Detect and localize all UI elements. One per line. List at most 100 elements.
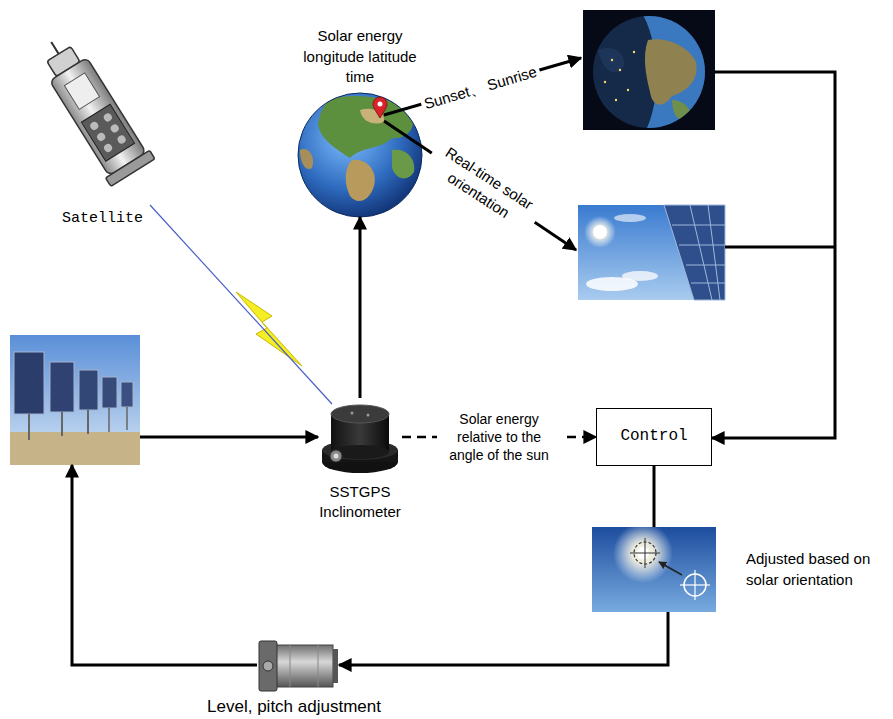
- sky-panel-image-part: [622, 271, 658, 281]
- sky-panel-image-part: [672, 225, 725, 226]
- sky-panel-image-part: [708, 205, 720, 300]
- earth-day-night-image-part-part: [598, 48, 624, 73]
- flow-lines-part: [712, 72, 835, 438]
- flow-lines-part: [72, 465, 257, 665]
- control-box: Control: [596, 408, 712, 466]
- satellite-icon-part: [81, 104, 134, 161]
- motor-icon-part: [275, 645, 333, 687]
- node-label: Solar energy longitude latitude time: [295, 26, 425, 87]
- connector: [359, 217, 362, 398]
- node-label: SSTGPS Inclinometer: [300, 482, 420, 523]
- solar-field-image-part: [28, 414, 30, 440]
- satellite-icon-part: [116, 134, 127, 145]
- sky-panel-image-part: [614, 214, 646, 222]
- inclinometer-icon-part: [334, 454, 339, 459]
- globe-icon-part-part: [300, 149, 313, 169]
- motor-icon-part: [318, 645, 319, 687]
- earth-day-night-image: [583, 10, 720, 132]
- satellite-icon-part: [50, 57, 147, 175]
- earth-day-night-image-part-part: [619, 69, 621, 71]
- sun-target-image-part: [694, 570, 695, 600]
- motor-icon-part: [263, 661, 273, 671]
- globe-icon-part: [298, 93, 422, 217]
- sky-panel-image-part: [593, 225, 607, 239]
- connector: [339, 612, 668, 665]
- satellite-icon-part: [89, 120, 100, 131]
- earth-day-night-image-part-part: [672, 100, 691, 122]
- solar-field-image-part: [121, 382, 133, 407]
- globe-icon-part-part: [318, 96, 413, 158]
- motor-icon-part: [290, 645, 291, 687]
- earth-day-night-image-part-part: [627, 89, 629, 91]
- solar-field-image-part: [79, 370, 98, 410]
- sky-panel-image-part: [679, 245, 725, 246]
- satellite-icon: [29, 28, 155, 186]
- sun-target-node: Adjusted based on solar orientation: [592, 527, 716, 612]
- flow-lines: [72, 58, 835, 665]
- motor-icon: [259, 641, 338, 691]
- earth-day-night-image-part-part: [611, 59, 613, 61]
- inclinometer-icon-part: [331, 405, 389, 423]
- globe-icon-part: [378, 102, 383, 107]
- node-label: Satellite: [38, 209, 168, 229]
- lightning-bolt: [236, 292, 302, 366]
- satellite-icon-part: [109, 123, 120, 134]
- line-label: Real-time solar orientation: [421, 136, 546, 236]
- flow-lines-part: [384, 121, 576, 250]
- sky-panel-image-part: [664, 205, 725, 300]
- inclinometer-icon-part: [351, 412, 354, 415]
- globe-icon-part-part: [346, 160, 375, 201]
- sun-target-image: [592, 523, 716, 612]
- satellite-node: Satellite: [40, 35, 165, 205]
- globe-icon: [298, 93, 422, 217]
- globe-node: Solar energy longitude latitude time: [298, 93, 422, 217]
- connector: [150, 205, 332, 404]
- earth-day-night-image-part: [598, 10, 720, 132]
- solar-field-image-part: [50, 362, 74, 412]
- flow-lines-part: [384, 58, 581, 115]
- solar-field-image: [10, 335, 140, 465]
- satellite-icon-part: [102, 112, 113, 123]
- motor-node: Level, pitch adjustment: [257, 638, 339, 692]
- inclinometer-icon: [322, 405, 398, 473]
- flow-lines-part: [725, 246, 835, 249]
- satellite-icon-part: [96, 131, 107, 142]
- node-label: Adjusted based on solar orientation: [746, 549, 874, 590]
- edge-label: Solar energy relative to the angle of th…: [437, 410, 561, 465]
- sun-target-image-part: [659, 562, 682, 575]
- sky-panel-image-part: [578, 205, 725, 300]
- globe-icon-part-part: [392, 150, 414, 179]
- sky-panel-image: [578, 205, 725, 300]
- sun-target-image-part: [645, 538, 646, 568]
- sky-panel-image-part: [686, 265, 725, 266]
- solar-field-image-part: [102, 377, 117, 408]
- line-label: Sunset、 Sunrise: [418, 61, 541, 115]
- solar-field-image-part: [14, 352, 44, 414]
- satellite-icon-part: [64, 73, 99, 109]
- node-label: Control: [620, 426, 687, 448]
- inclinometer-node: SSTGPS Inclinometer: [318, 398, 402, 478]
- globe-icon-part: [298, 93, 422, 217]
- satellite-icon-part: [51, 42, 58, 54]
- inclinometer-icon-part: [330, 450, 342, 462]
- solar-field-image-part: [126, 407, 128, 430]
- earth-day-night-image-part-part: [615, 99, 617, 101]
- connector: [653, 466, 656, 527]
- sun-target-image-part: [613, 523, 673, 583]
- motor-icon-part: [333, 649, 338, 683]
- earth-day-night-image-part-part: [604, 81, 606, 83]
- earth-day-night-image-part-part: [633, 51, 635, 53]
- satellite-icon-part: [103, 142, 114, 153]
- node-label: Level, pitch adjustment: [207, 696, 381, 719]
- sky-panel-image-part: [584, 216, 616, 248]
- solar-field-image-part: [87, 410, 89, 434]
- solar-field-image-part: [10, 335, 140, 465]
- solar-field-image-part: [108, 408, 110, 432]
- inclinometer-icon-part: [367, 414, 370, 417]
- satellite-icon-part: [106, 150, 155, 186]
- flow-lines-part: [140, 436, 318, 439]
- earth-day-night-image-part-part: [645, 39, 697, 104]
- sky-panel-image-part: [690, 205, 712, 300]
- solar-field-image-part: [61, 412, 63, 436]
